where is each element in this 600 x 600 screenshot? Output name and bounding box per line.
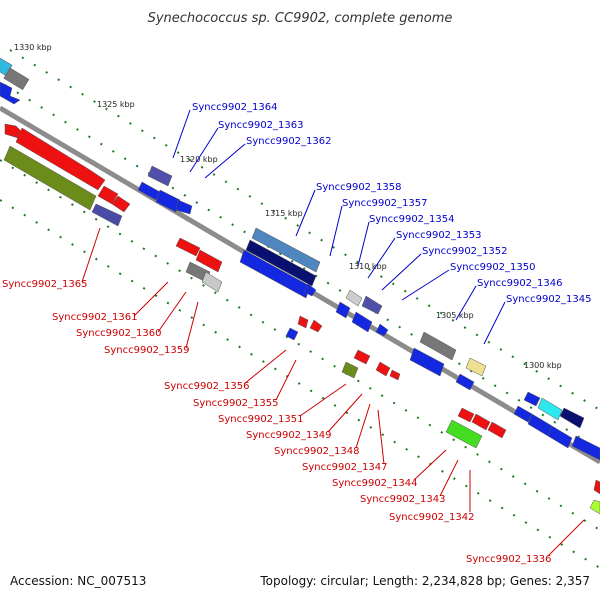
- gene-feature-blue-tiny[interactable]: [303, 283, 317, 297]
- gene-feature-navy-a[interactable]: [147, 165, 173, 187]
- gene-feature-blue-d[interactable]: [335, 301, 351, 319]
- position-marker-1330kbp: 1330 kbp: [14, 43, 52, 52]
- position-marker-1310kbp: 1310 kbp: [349, 262, 387, 271]
- gene-feature-red-h[interactable]: [375, 361, 391, 377]
- gene-feature-blue-l[interactable]: [527, 413, 553, 437]
- gene-feature-red-f[interactable]: [309, 319, 323, 333]
- gene-label-syncc9902-1343[interactable]: Syncc9902_1343: [360, 494, 446, 505]
- map-title: Synechococcus sp. CC9902, complete genom…: [148, 11, 453, 26]
- gene-label-syncc9902-1351[interactable]: Syncc9902_1351: [218, 414, 304, 425]
- gene-feature-red-k[interactable]: [471, 413, 491, 431]
- gene-label-syncc9902-1346[interactable]: Syncc9902_1346: [477, 278, 563, 289]
- gene-feature-blue-n[interactable]: [571, 435, 600, 461]
- gene-feature-blue-c[interactable]: [175, 199, 193, 215]
- gene-feature-red-j[interactable]: [457, 407, 475, 423]
- gene-feature-steelblue[interactable]: [251, 227, 321, 273]
- gene-label-syncc9902-1345[interactable]: Syncc9902_1345: [506, 294, 592, 305]
- gene-feature-red-l[interactable]: [487, 421, 507, 439]
- plus-strand-labels: Syncc9902_1364 Syncc9902_1363 Syncc9902_…: [192, 102, 592, 305]
- tick-tracks: [0, 49, 600, 569]
- outer-minus-tick-track: [0, 199, 600, 569]
- position-marker-1305kbp: 1305 kbp: [436, 311, 474, 320]
- position-marker-1325kbp: 1325 kbp: [97, 100, 135, 109]
- gene-feature-blue-m[interactable]: [547, 425, 573, 449]
- gene-feature-blue-k[interactable]: [513, 405, 533, 423]
- gene-label-syncc9902-1358[interactable]: Syncc9902_1358: [316, 182, 402, 193]
- position-marker-1315kbp: 1315 kbp: [265, 209, 303, 218]
- gene-feature-red-g[interactable]: [353, 349, 371, 365]
- gene-label-syncc9902-1350[interactable]: Syncc9902_1350: [450, 262, 536, 273]
- gene-label-syncc9902-1342[interactable]: Syncc9902_1342: [389, 512, 475, 523]
- gene-feature-navy-c[interactable]: [361, 295, 383, 315]
- gene-feature-navy-box[interactable]: [91, 203, 123, 227]
- gene-label-syncc9902-1347[interactable]: Syncc9902_1347: [302, 462, 388, 473]
- gene-label-syncc9902-1362[interactable]: Syncc9902_1362: [246, 136, 332, 147]
- gene-label-syncc9902-1353[interactable]: Syncc9902_1353: [396, 230, 482, 241]
- gene-feature-green[interactable]: [445, 419, 483, 449]
- gene-feature-gray-c[interactable]: [419, 331, 457, 361]
- gene-feature-lightgray-c[interactable]: [345, 289, 363, 307]
- gene-feature-red-long[interactable]: [15, 127, 106, 191]
- gene-feature-khaki[interactable]: [465, 357, 487, 377]
- gene-feature-lightgray-b[interactable]: [201, 271, 223, 293]
- gene-feature-blue-h[interactable]: [409, 347, 445, 377]
- gene-feature-blue-f[interactable]: [375, 323, 389, 337]
- gene-label-syncc9902-1359[interactable]: Syncc9902_1359: [104, 345, 190, 356]
- gene-feature-gray[interactable]: [3, 67, 30, 90]
- minus-label-leaders: [81, 227, 585, 557]
- outer-plus-tick-track: [9, 49, 600, 411]
- gene-label-syncc9902-1357[interactable]: Syncc9902_1357: [342, 198, 428, 209]
- gene-feature-darknavy[interactable]: [245, 239, 317, 287]
- genome-summary-text: Topology: circular; Length: 2,234,828 bp…: [259, 574, 590, 588]
- gene-label-syncc9902-1355[interactable]: Syncc9902_1355: [193, 398, 279, 409]
- gene-label-syncc9902-1356[interactable]: Syncc9902_1356: [164, 381, 250, 392]
- gene-label-syncc9902-1336[interactable]: Syncc9902_1336: [466, 554, 552, 565]
- gene-feature-blue-b[interactable]: [155, 189, 181, 213]
- gene-feature-blue-j[interactable]: [523, 391, 541, 407]
- gene-feature-red-c[interactable]: [175, 237, 201, 257]
- plus-label-leaders: [172, 109, 506, 345]
- gene-features: [0, 57, 600, 515]
- gene-feature-lime-edge[interactable]: [589, 499, 600, 515]
- gene-feature-red-d[interactable]: [195, 249, 223, 273]
- gene-label-syncc9902-1352[interactable]: Syncc9902_1352: [422, 246, 508, 257]
- gene-feature-cyan-b[interactable]: [537, 397, 563, 421]
- gene-feature-olive-long[interactable]: [3, 145, 97, 211]
- gene-feature-red-edge[interactable]: [593, 479, 600, 495]
- gene-label-syncc9902-1344[interactable]: Syncc9902_1344: [332, 478, 418, 489]
- gene-label-syncc9902-1349[interactable]: Syncc9902_1349: [246, 430, 332, 441]
- gene-label-syncc9902-1363[interactable]: Syncc9902_1363: [218, 120, 304, 131]
- gene-feature-blue-long[interactable]: [239, 249, 311, 299]
- gene-feature-darknavy-b[interactable]: [559, 407, 585, 429]
- accession-text: Accession: NC_007513: [10, 574, 146, 588]
- gene-label-syncc9902-1360[interactable]: Syncc9902_1360: [76, 328, 162, 339]
- gene-feature-blue-e[interactable]: [351, 311, 373, 333]
- gene-label-syncc9902-1348[interactable]: Syncc9902_1348: [274, 446, 360, 457]
- position-markers: 1330 kbp 1325 kbp 1320 kbp 1315 kbp 1310…: [14, 43, 562, 370]
- gene-feature-blue-arrow[interactable]: [0, 81, 21, 105]
- gene-label-syncc9902-1354[interactable]: Syncc9902_1354: [369, 214, 455, 225]
- gene-feature-olive-b[interactable]: [341, 361, 359, 379]
- gene-feature-blue-g[interactable]: [285, 327, 299, 341]
- gene-label-syncc9902-1365[interactable]: Syncc9902_1365: [2, 279, 88, 290]
- position-marker-1320kbp: 1320 kbp: [180, 155, 218, 164]
- gene-feature-blue-i[interactable]: [455, 373, 475, 391]
- gene-feature-red-e[interactable]: [297, 315, 309, 329]
- gene-feature-blue-a[interactable]: [137, 181, 161, 201]
- gene-label-syncc9902-1361[interactable]: Syncc9902_1361: [52, 312, 138, 323]
- gene-feature-red-arrow-b[interactable]: [111, 195, 131, 213]
- minus-strand-labels: Syncc9902_1365 Syncc9902_1361 Syncc9902_…: [2, 279, 552, 565]
- gene-label-syncc9902-1364[interactable]: Syncc9902_1364: [192, 102, 278, 113]
- gene-feature-red-i[interactable]: [389, 369, 401, 381]
- position-marker-1300kbp: 1300 kbp: [524, 361, 562, 370]
